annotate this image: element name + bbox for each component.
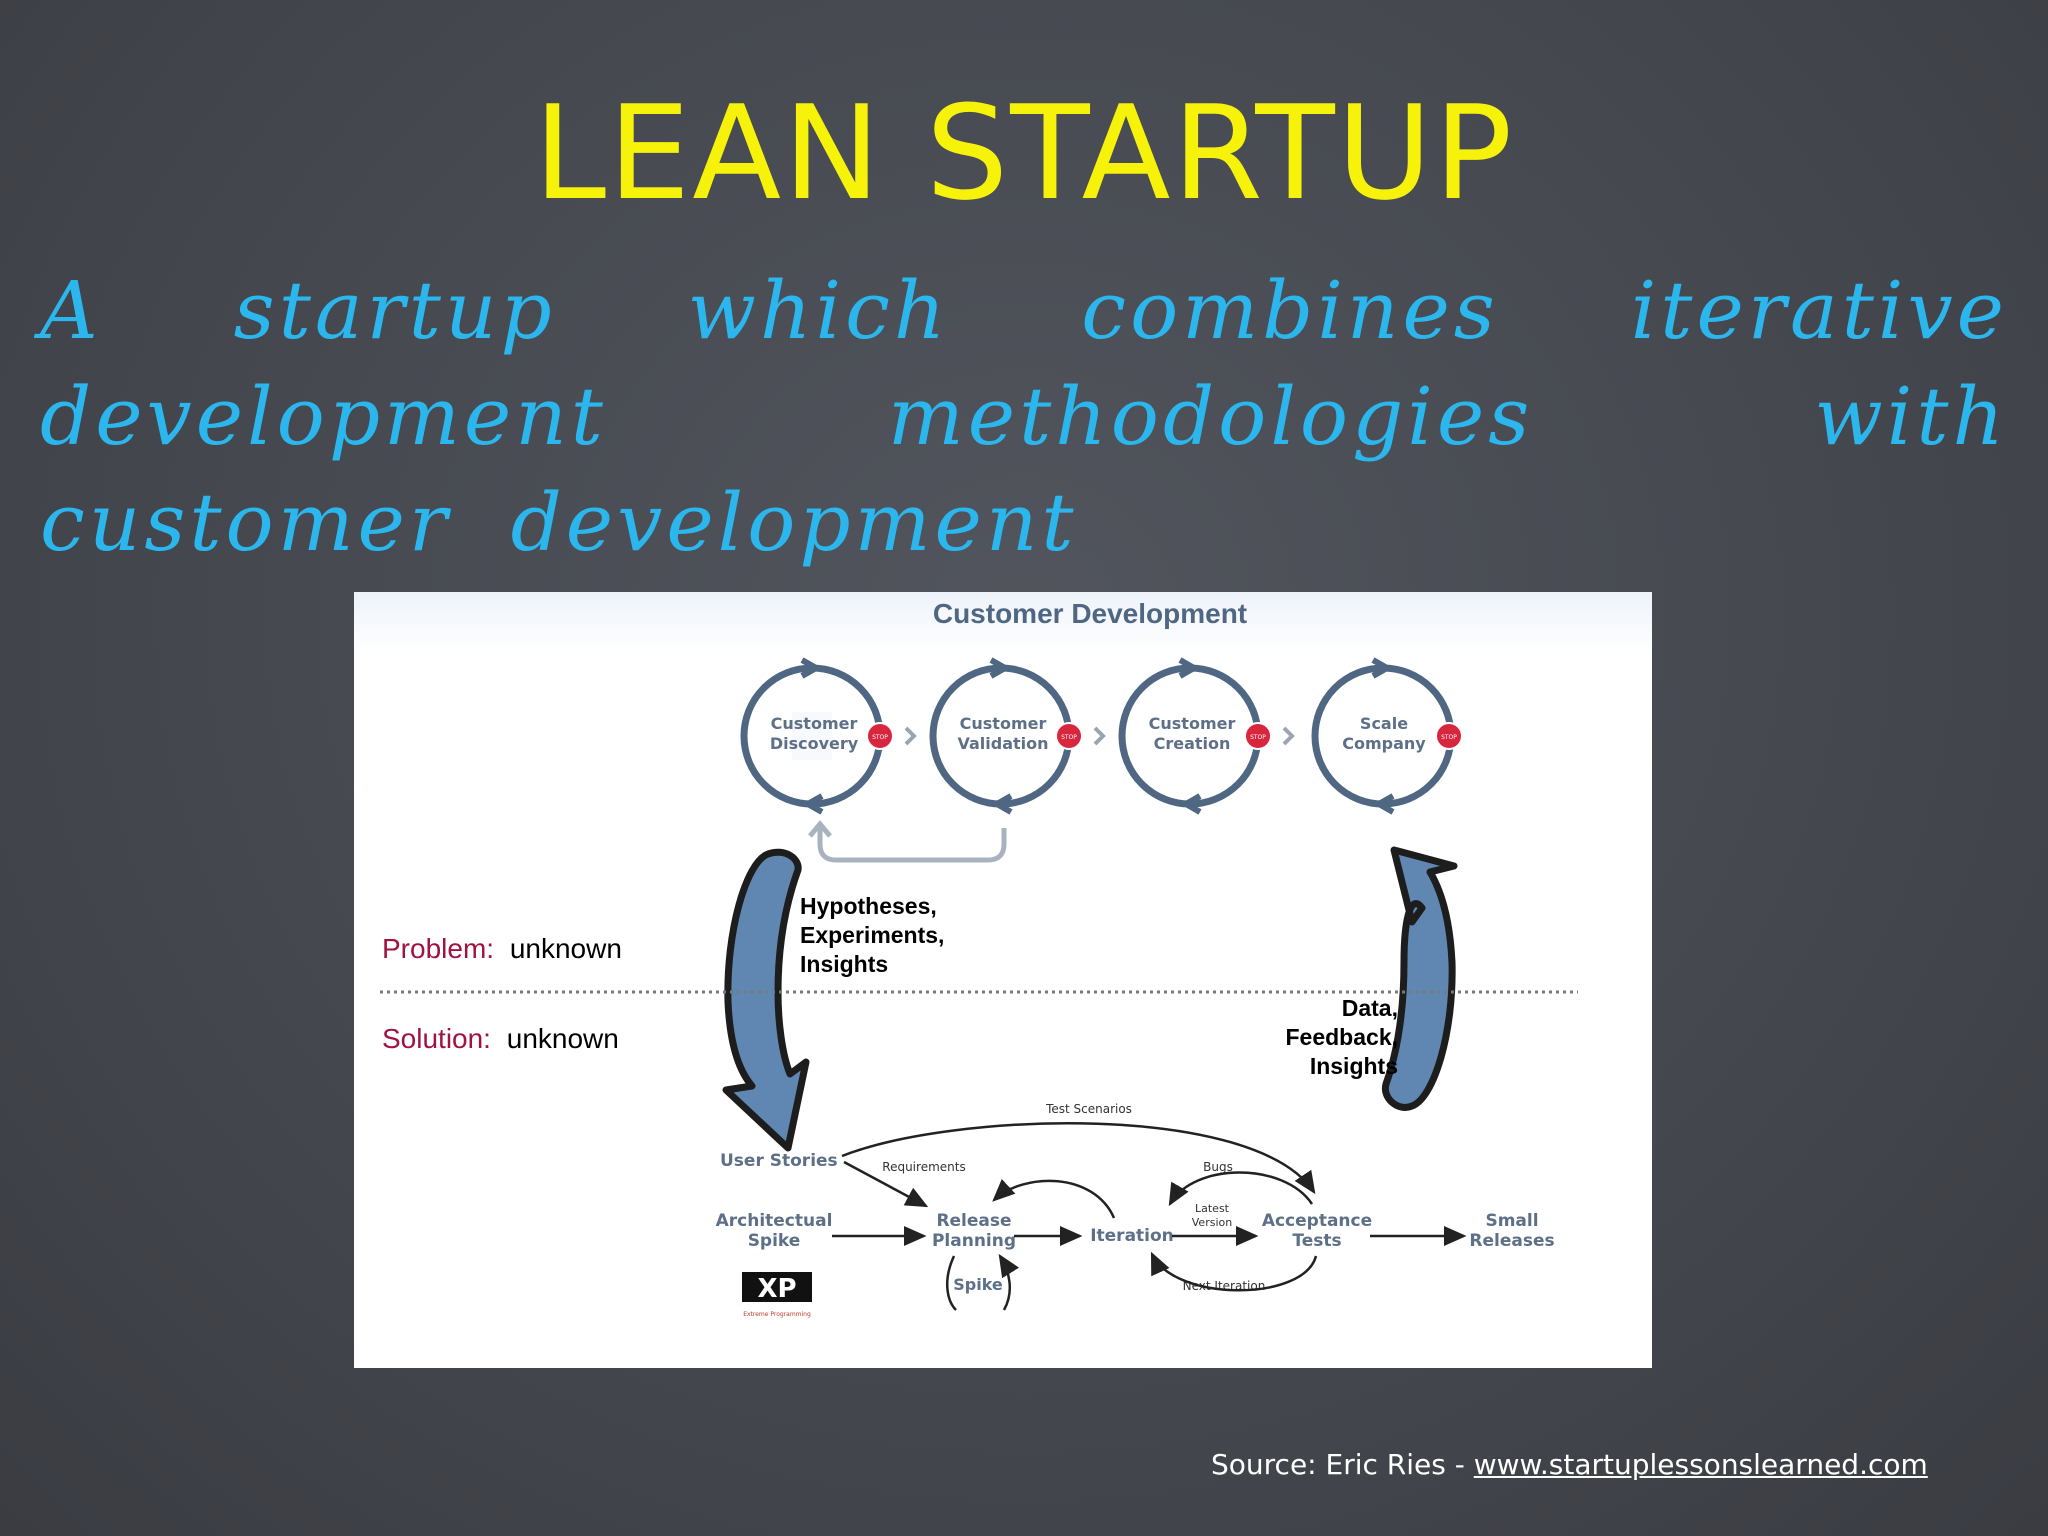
return-loop-arrowhead bbox=[808, 820, 832, 838]
source-link[interactable]: www.startuplessonslearned.com bbox=[1473, 1448, 1928, 1481]
latest-version-label: Version bbox=[1192, 1216, 1232, 1229]
spike-loop-arrow bbox=[998, 1253, 1020, 1311]
spike-loop-arrow bbox=[946, 1255, 957, 1311]
stage-label: Validation bbox=[957, 734, 1048, 753]
solution-line: Solution: unknown bbox=[382, 1023, 619, 1054]
data-text: Data, bbox=[1342, 995, 1398, 1021]
big-up-arrow bbox=[1381, 846, 1458, 1111]
problem-line: Problem: unknown bbox=[382, 933, 622, 964]
diagram-heading: Customer Development bbox=[933, 598, 1247, 629]
iteration-feedback-arrow bbox=[992, 1179, 1116, 1219]
stage-customer-creation: Customer Creation STOP bbox=[1118, 657, 1272, 815]
diagram-panel: Customer Development Customer Discovery … bbox=[354, 592, 1652, 1368]
slide-title: LEAN STARTUP bbox=[533, 77, 1515, 229]
latest-version-label: Latest bbox=[1195, 1202, 1230, 1215]
stop-icon bbox=[1435, 722, 1463, 750]
stage-label: Scale bbox=[1360, 714, 1408, 733]
release-planning-label: Release bbox=[936, 1211, 1011, 1231]
stop-icon-label: STOP bbox=[1441, 734, 1457, 741]
experiments-text: Experiments, bbox=[800, 922, 944, 948]
problem-value: unknown bbox=[510, 933, 622, 964]
problem-label: Problem: bbox=[382, 933, 494, 964]
customer-development-diagram: Customer Development Customer Discovery … bbox=[380, 598, 1578, 1318]
spike-label: Spike bbox=[953, 1275, 1003, 1294]
source-prefix: Source: Eric Ries - bbox=[1211, 1448, 1474, 1481]
stage-customer-validation: Customer Validation STOP bbox=[929, 657, 1083, 815]
release-planning-label: Planning bbox=[932, 1231, 1016, 1251]
small-releases-label: Small bbox=[1485, 1211, 1538, 1231]
chevron-right-icon bbox=[1282, 726, 1295, 746]
source-credit: Source: Eric Ries - www.startuplessonsle… bbox=[1211, 1448, 1928, 1481]
iteration-label: Iteration bbox=[1090, 1226, 1174, 1246]
stage-label: Customer bbox=[1149, 714, 1236, 733]
slide-subtitle: A startup which combines iterative devel… bbox=[40, 264, 2008, 569]
xp-logo-caption: Extreme Programming bbox=[743, 1311, 811, 1318]
stage-label: Customer bbox=[960, 714, 1047, 733]
test-scenarios-label: Test Scenarios bbox=[1045, 1102, 1132, 1116]
bugs-label: Bugs bbox=[1203, 1160, 1233, 1174]
stop-icon-label: STOP bbox=[872, 734, 888, 741]
solution-value: unknown bbox=[507, 1023, 619, 1054]
stage-customer-discovery: Customer Discovery STOP bbox=[740, 657, 894, 815]
stage-label: Company bbox=[1342, 734, 1426, 753]
bugs-arrow bbox=[1168, 1171, 1314, 1207]
chevron-right-icon bbox=[1093, 726, 1106, 746]
acceptance-tests-label: Tests bbox=[1292, 1231, 1341, 1251]
xp-logo-text: XP bbox=[757, 1274, 796, 1304]
arch-spike-label: Spike bbox=[748, 1231, 801, 1251]
small-releases-label: Releases bbox=[1469, 1231, 1554, 1251]
test-scenarios-arrow bbox=[841, 1122, 1316, 1195]
next-iteration-arrow bbox=[1150, 1251, 1318, 1292]
xp-flow-arrows bbox=[832, 1122, 1467, 1311]
acceptance-tests-label: Acceptance bbox=[1262, 1211, 1372, 1231]
big-down-arrow bbox=[722, 848, 810, 1152]
feedback-text: Feedback, bbox=[1286, 1024, 1399, 1050]
xp-logo-icon: XP Extreme Programming bbox=[742, 1272, 812, 1318]
requirements-label: Requirements bbox=[882, 1160, 965, 1174]
stop-icon bbox=[866, 722, 894, 750]
insights-text: Insights bbox=[1310, 1053, 1398, 1079]
chevron-right-icon bbox=[904, 726, 917, 746]
solution-label: Solution: bbox=[382, 1023, 491, 1054]
stage-label: Customer bbox=[771, 714, 858, 733]
user-stories-label: User Stories bbox=[720, 1151, 838, 1171]
stop-icon-label: STOP bbox=[1061, 734, 1077, 741]
insights-text: Insights bbox=[800, 951, 888, 977]
arch-spike-label: Architectual bbox=[716, 1211, 833, 1231]
stage-scale-company: Scale Company STOP bbox=[1311, 657, 1463, 815]
return-loop-arrow bbox=[817, 828, 1007, 863]
stage-label: Creation bbox=[1154, 734, 1231, 753]
xp-process: User Stories Architectual Spike Release … bbox=[716, 1102, 1555, 1294]
stop-icon bbox=[1055, 722, 1083, 750]
stage-label: Discovery bbox=[770, 734, 859, 753]
stop-icon-label: STOP bbox=[1250, 734, 1266, 741]
hypotheses-text: Hypotheses, bbox=[800, 893, 937, 919]
requirements-arrow bbox=[843, 1160, 929, 1208]
stop-icon bbox=[1244, 722, 1272, 750]
